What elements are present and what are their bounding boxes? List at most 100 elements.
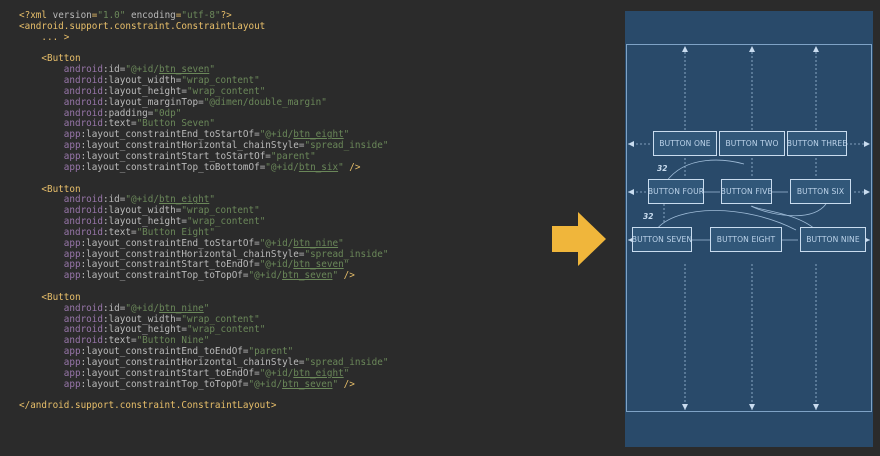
code-token: = <box>91 10 98 21</box>
code-line: <?xml version="1.0" encoding="utf-8"?> <box>19 10 388 22</box>
code-token: encoding <box>125 10 176 21</box>
code-token: :layout_height= <box>102 216 187 228</box>
code-token: app <box>19 129 81 141</box>
code-token: " <box>343 259 350 271</box>
code-token: " <box>343 367 350 379</box>
code-token: :layout_constraintStart_toEndOf= <box>80 259 260 271</box>
button-nine[interactable]: BUTTON NINE <box>800 227 866 252</box>
code-line: android:text="Button Eight" <box>19 226 388 239</box>
code-token: android <box>19 96 103 108</box>
code-token: app <box>19 237 81 249</box>
xml-code-view: <?xml version="1.0" encoding="utf-8"?><a… <box>19 10 389 412</box>
code-token: "@+id/ <box>125 194 159 206</box>
code-token: " <box>343 129 350 141</box>
code-token: <Button <box>19 291 81 303</box>
code-token: "@+id/ <box>125 64 159 76</box>
code-token: btn_seven <box>293 259 344 271</box>
code-line: android:layout_height="wrap_content" <box>19 216 388 228</box>
code-token: <?xml <box>19 10 53 21</box>
code-token: app <box>19 259 81 271</box>
code-token: btn_seven <box>282 378 333 390</box>
code-token: android <box>19 216 103 228</box>
code-token: "wrap_content" <box>181 75 260 87</box>
code-token: version <box>52 10 92 21</box>
blueprint-layout-frame <box>626 44 872 412</box>
code-token: :layout_height= <box>102 324 187 336</box>
code-token: :text= <box>102 226 137 238</box>
code-token: :layout_height= <box>102 85 187 97</box>
code-token: :padding= <box>102 107 154 119</box>
code-token: :layout_width= <box>102 75 182 87</box>
code-token: "wrap_content" <box>186 324 266 336</box>
code-line: app:layout_constraintTop_toBottomOf="@+i… <box>19 161 388 174</box>
code-token: android <box>19 75 103 87</box>
code-token: app <box>19 378 81 390</box>
code-token: android <box>19 118 103 130</box>
code-line: app:layout_constraintEnd_toEndOf="parent… <box>19 346 388 358</box>
code-line: android:text="Button Nine" <box>19 335 388 347</box>
code-token: app <box>19 367 81 379</box>
code-line: android:layout_width="wrap_content" <box>19 75 388 87</box>
code-token: "Button Eight" <box>136 226 215 238</box>
code-token: android <box>19 205 103 217</box>
code-token: btn_eight <box>158 194 210 206</box>
button-one[interactable]: BUTTON ONE <box>653 131 717 156</box>
code-token: btn_eight <box>293 367 344 379</box>
code-token: " <box>332 270 339 282</box>
margin-label-mid: 32 <box>643 212 654 221</box>
code-token: </android.support.constraint.ConstraintL… <box>19 400 277 412</box>
button-seven[interactable]: BUTTON SEVEN <box>632 227 692 252</box>
code-line: android:padding="0dp" <box>19 107 388 120</box>
code-token: " <box>338 237 344 249</box>
button-eight[interactable]: BUTTON EIGHT <box>710 227 782 252</box>
code-line: android:layout_height="wrap_content" <box>19 325 388 336</box>
code-token: android <box>19 313 103 325</box>
code-token: " <box>203 302 210 314</box>
code-token: :layout_constraintEnd_toEndOf= <box>80 346 249 358</box>
code-token: :layout_width= <box>102 313 182 325</box>
code-token: btn_eight <box>293 129 344 141</box>
code-token: android <box>19 64 103 76</box>
button-two[interactable]: BUTTON TWO <box>719 131 785 156</box>
code-line: android:id="@+id/btn_eight" <box>19 194 388 206</box>
code-token: btn_nine <box>158 302 204 314</box>
code-token: "utf-8" <box>181 10 221 21</box>
code-token: btn_six <box>298 161 339 173</box>
button-six[interactable]: BUTTON SIX <box>790 179 851 204</box>
code-token: "wrap_content" <box>186 85 266 97</box>
code-token: <Button <box>19 183 81 195</box>
code-token: "wrap_content" <box>186 216 266 228</box>
code-token: android <box>19 324 103 336</box>
button-three[interactable]: BUTTON THREE <box>787 131 847 156</box>
code-token: :layout_constraintHorizontal_chainStyle= <box>80 248 305 260</box>
code-token: " <box>338 161 344 173</box>
code-token: :id= <box>102 64 126 76</box>
code-line: android:layout_width="wrap_content" <box>19 205 388 217</box>
code-token: "1.0" <box>97 10 126 21</box>
code-token: app <box>19 150 81 162</box>
code-token: "spread_inside" <box>304 357 389 368</box>
code-token: /> <box>338 270 355 282</box>
code-line: android:layout_height="wrap_content" <box>19 85 388 98</box>
code-token: "wrap_content" <box>181 313 260 325</box>
code-token: "Button Seven" <box>136 118 215 130</box>
code-line: app:layout_constraintEnd_toStartOf="@+id… <box>19 129 388 141</box>
code-token: :layout_constraintStart_toStartOf= <box>80 150 271 162</box>
code-token: :layout_constraintTop_toBottomOf= <box>80 161 266 173</box>
code-token: android <box>19 226 103 238</box>
code-line: <Button <box>19 291 388 304</box>
code-token: :id= <box>102 194 126 206</box>
code-token: btn_seven <box>282 270 333 282</box>
code-token: android <box>19 302 103 314</box>
code-token: "@+id/ <box>259 259 294 271</box>
button-four[interactable]: BUTTON FOUR <box>648 179 704 204</box>
code-token: "Button Nine" <box>136 335 210 347</box>
code-token: " <box>332 378 339 390</box>
code-token: app <box>19 357 81 368</box>
code-token: android <box>19 107 103 119</box>
code-token: :layout_width= <box>102 205 182 217</box>
button-five[interactable]: BUTTON FIVE <box>721 179 772 204</box>
code-token: app <box>19 140 81 152</box>
code-token: :layout_constraintHorizontal_chainStyle= <box>80 140 305 152</box>
code-token: :layout_constraintEnd_toStartOf= <box>80 129 260 141</box>
